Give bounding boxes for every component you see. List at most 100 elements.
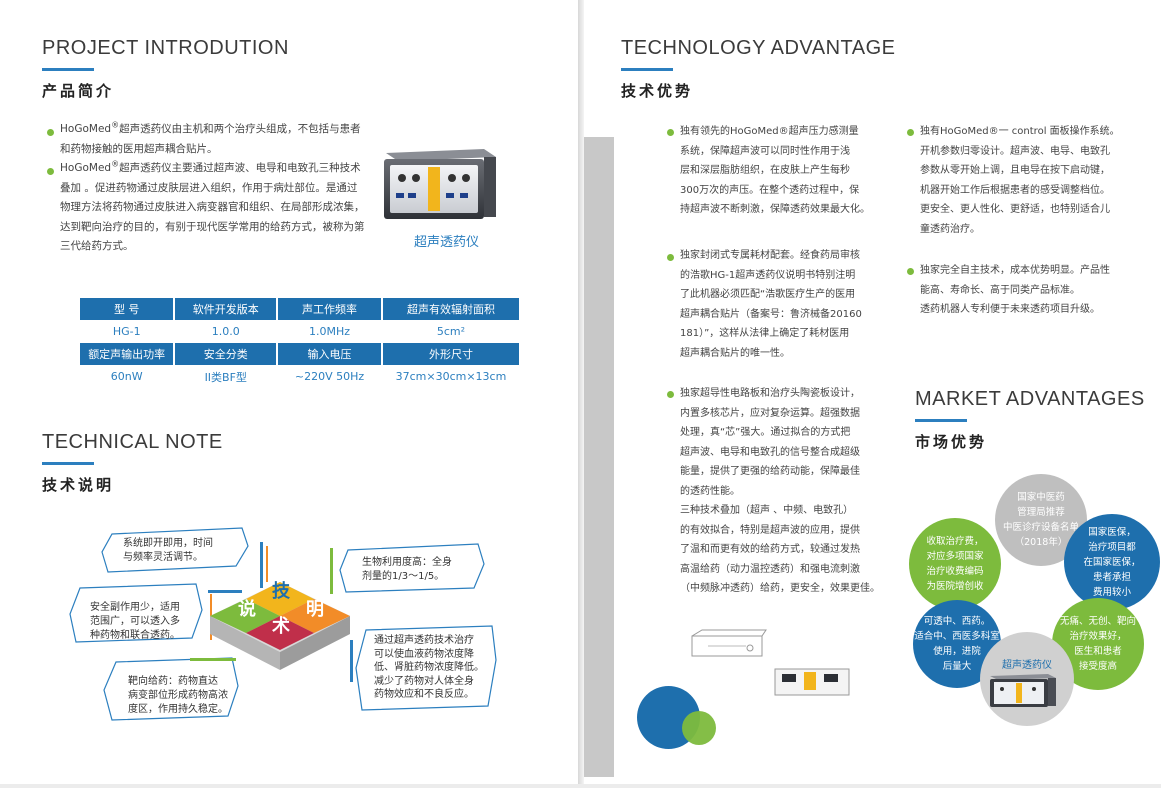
table-header-row: 额定声输出功率 安全分类 输入电压 外形尺寸 — [80, 343, 519, 365]
spec-table: 型 号 软件开发版本 声工作频率 超声有效辐射面积 HG-1 1.0.0 1.0… — [78, 298, 521, 388]
circle-line: 患者承担 — [1092, 571, 1131, 583]
circle-line: 为医院增创收 — [926, 581, 984, 592]
circle-line: 对应多项国家 — [926, 551, 984, 562]
circle-line: 可透中、西药。 — [923, 616, 991, 627]
text-line: 和药物接触的医用超声耦合贴片。 — [60, 142, 218, 155]
market-title-bar — [915, 419, 967, 422]
market-en-title: MARKET ADVANTAGES — [915, 388, 1145, 410]
brand-name: HoGoMed — [60, 162, 112, 174]
table-header-cell: 声工作频率 — [278, 298, 381, 320]
circle-line: 适合中、西医多科室 — [914, 631, 1000, 642]
text-line: 300万次的声压。在整个透药过程中，保 — [680, 184, 860, 196]
market-circle-revenue: 收取治疗费， 对应多项国家 治疗收费编码 为医院增创收 — [909, 518, 1001, 610]
text-line: 层和深层脂肪组织，在皮肤上产生每秒 — [680, 165, 850, 176]
table-cell: 37cm×30cm×13cm — [395, 370, 507, 383]
text-line: 机器开始工作后根据患者的感受调整档位。 — [920, 184, 1110, 196]
bullet-icon — [667, 129, 674, 136]
circle-line: 收取治疗费， — [926, 536, 984, 547]
callout-line: 通过超声透药技术治疗 — [374, 635, 474, 646]
technical-title-bar — [42, 462, 94, 465]
market-cn-title: 市场优势 — [915, 433, 988, 451]
text-line: 了温和而更有效的给药方式，较通过发热 — [680, 544, 860, 555]
bullet-icon — [667, 391, 674, 398]
device-panel-image — [774, 668, 850, 696]
table-header-cell: 型 号 — [80, 298, 174, 320]
text-line: 超声波、电导和电致孔的信号整合成超级 — [680, 446, 860, 458]
technology-cn-title: 技术优势 — [621, 82, 694, 100]
table-row: 60nW II类BF型 ~220V 50Hz 37cm×30cm×13cm — [80, 365, 519, 388]
text-line: 的浩歌HG-1超声透药仪说明书特别注明 — [680, 269, 856, 281]
intro-en-title: PROJECT INTRODUTION — [42, 37, 289, 59]
text-line: 独家封闭式专属耗材配套。经食药局审核 — [680, 250, 860, 261]
callout-bioavailability: 生物利用度高：全身 剂量的1/3～1/5。 — [362, 556, 452, 584]
circle-line: 费用较小 — [1092, 586, 1131, 598]
technical-en-title: TECHNICAL NOTE — [42, 431, 223, 453]
text-line: 超声透药仪由主机和两个治疗头组成，不包括与患者 — [119, 123, 361, 135]
intro-paragraph-2: HoGoMed®超声透药仪主要通过超声波、电导和电致孔三种技术 叠加 。促进药物… — [60, 159, 370, 257]
left-page: PROJECT INTRODUTION 产品简介 HoGoMed®超声透药仪由主… — [0, 0, 578, 788]
text-line: 独家超导性电路板和治疗头陶瓷板设计， — [680, 388, 860, 399]
table-row: HG-1 1.0.0 1.0MHz 5cm² — [80, 320, 519, 343]
callout-line: 减少了药物对人体全身 — [374, 675, 474, 687]
callout-instant-use: 系统即开即用，时间 与频率灵活调节。 — [123, 537, 213, 565]
table-cell: 1.0MHz — [309, 325, 351, 338]
device-image — [384, 149, 496, 219]
callout-line: 度区，作用持久稳定。 — [128, 704, 228, 715]
table-header-cell: 软件开发版本 — [175, 298, 277, 320]
tech-point-3: 独家超导性电路板和治疗头陶瓷板设计， 内置多核芯片，应对复杂运算。超强数据 处理… — [680, 384, 880, 599]
text-line: 系统，保障超声波可以同时性作用于浅 — [680, 145, 850, 157]
text-line: 独有领先的HoGoMed®超声压力感测量 — [680, 126, 859, 137]
circle-line: 管理局推荐 — [1017, 507, 1065, 518]
bullet-icon — [47, 168, 54, 175]
circle-line: 治疗项目都 — [1088, 541, 1136, 553]
device-sketch-image — [691, 629, 767, 657]
table-header-row: 型 号 软件开发版本 声工作频率 超声有效辐射面积 — [80, 298, 519, 320]
callout-line: 剂量的1/3～1/5。 — [362, 571, 445, 582]
decor-circle-green — [682, 711, 716, 745]
callout-line: 安全副作用少，适用 — [90, 602, 180, 613]
bullet-icon — [907, 129, 914, 136]
text-line: 了此机器必须匹配“浩歌医疗生产的医用 — [680, 289, 856, 300]
text-line: 的透药性能。 — [680, 485, 740, 497]
callout-line: 病变部位形成药物高浓 — [128, 690, 228, 701]
registered-mark: ® — [111, 120, 120, 130]
table-cell: HG-1 — [112, 325, 141, 338]
circle-line: 后量大 — [942, 661, 972, 672]
callout-line: 系统即开即用，时间 — [123, 538, 213, 549]
bullet-icon — [907, 268, 914, 275]
circle-line: 无痛、无创、靶向 — [1059, 616, 1136, 627]
text-line: 持超声波不断刺激，保障透药效果最大化。 — [680, 204, 870, 215]
circle-line: 治疗效果好， — [1069, 631, 1127, 642]
technical-diagram — [69, 527, 497, 721]
tech-point-1: 独有领先的HoGoMed®超声压力感测量 系统，保障超声波可以同时性作用于浅 层… — [680, 122, 880, 220]
text-line: 处理，真“芯”强大。通过拟合的方式把 — [680, 427, 851, 438]
callout-safety: 安全副作用少，适用 范围广，可以透入多 种药物和联合透药。 — [90, 601, 180, 643]
circle-line: 中医诊疗设备名单 — [1002, 522, 1079, 533]
text-line: 参数从零开始上调，且电导在按下启动键， — [920, 165, 1110, 176]
text-line: 的有效拟合，特别是超声波的应用，提供 — [680, 524, 860, 536]
device-label: 超声透药仪 — [414, 235, 480, 250]
callout-line: 可以使血液药物浓度降 — [374, 648, 474, 660]
bottom-edge — [0, 784, 1161, 788]
text-line: 更安全、更人性化、更舒适，也特别适合儿 — [920, 204, 1110, 215]
tech-point-2: 独家封闭式专属耗材配套。经食药局审核 的浩歌HG-1超声透药仪说明书特别注明 了… — [680, 246, 880, 363]
callout-line: 低、肾脏药物浓度降低。 — [374, 662, 484, 673]
table-cell: II类BF型 — [204, 370, 247, 384]
page-fold — [578, 0, 584, 788]
tech-point-5: 独家完全自主技术，成本优势明显。产品性 能高、寿命长、高于同类产品标准。 透药机… — [920, 261, 1140, 320]
callout-line: 种药物和联合透药。 — [90, 630, 180, 641]
circle-line: 接受度高 — [1078, 661, 1117, 672]
callout-line: 与频率灵活调节。 — [123, 552, 203, 563]
bullet-icon — [47, 129, 54, 136]
table-cell: 60nW — [110, 370, 143, 383]
text-line: 三种技术叠加（超声 、中频、电致孔） — [680, 505, 854, 516]
table-header-cell: 超声有效辐射面积 — [382, 298, 519, 320]
text-line: 物理方法将药物通过皮肤进入病变器官和组织、在局部形成浓集， — [60, 201, 365, 213]
registered-mark: ® — [111, 159, 120, 169]
market-circle-acceptance: 无痛、无创、靶向 治疗效果好， 医生和患者 接受度高 — [1052, 598, 1144, 690]
callout-line: 生物利用度高：全身 — [362, 557, 452, 568]
grey-strip — [584, 137, 614, 777]
circle-line: 医生和患者 — [1074, 646, 1122, 657]
diagram-char-ming: 明 — [306, 599, 324, 620]
callout-targeted: 靶向给药：药物直达 病变部位形成药物高浓 度区，作用持久稳定。 — [128, 675, 228, 717]
